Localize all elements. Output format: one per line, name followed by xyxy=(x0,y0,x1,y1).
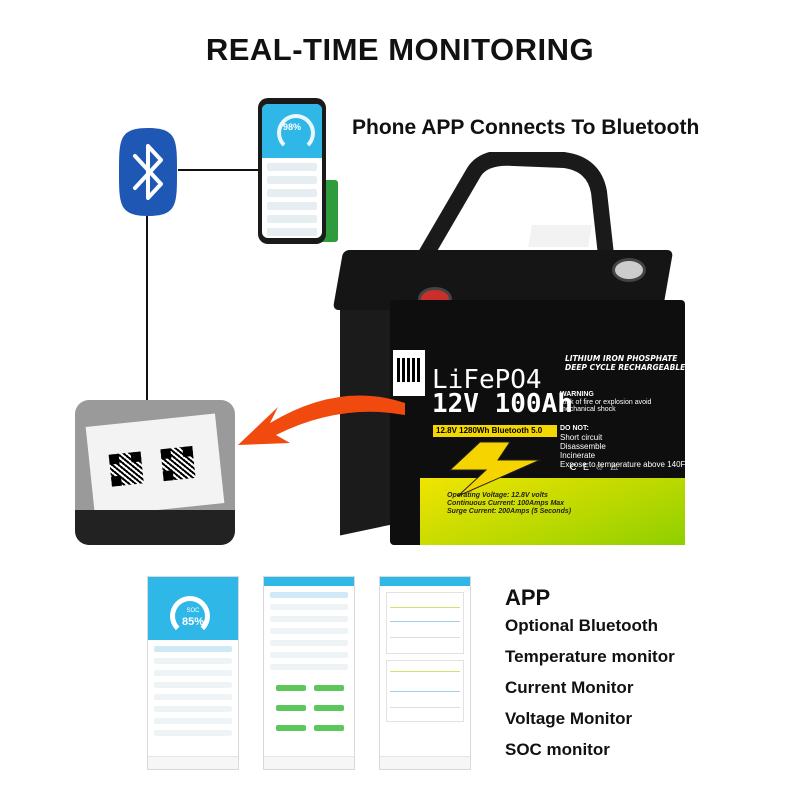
cell-bar xyxy=(276,685,306,691)
app-row xyxy=(154,646,232,652)
cell-bar xyxy=(276,725,306,731)
phone-screen: 98% xyxy=(262,104,322,238)
soc-gauge xyxy=(277,114,315,152)
warning-text: Risk of fire or explosion avoid mechanic… xyxy=(560,399,652,413)
top-label xyxy=(528,225,592,247)
donot-title: DO NOT: xyxy=(560,425,589,432)
donot-list: Short circuit Disassemble Incinerate Exp… xyxy=(560,433,685,469)
cell-bar xyxy=(314,705,344,711)
app-row xyxy=(270,604,348,610)
qr-code xyxy=(108,451,144,487)
chart-line xyxy=(390,671,460,672)
features-title: APP xyxy=(505,585,551,610)
battery-edge xyxy=(75,510,235,545)
chart-line xyxy=(390,691,460,692)
phone-row xyxy=(267,202,317,210)
cell-bar xyxy=(276,705,306,711)
app-status-bar xyxy=(380,577,470,586)
band-line: Operating Voltage: 12.8V volts xyxy=(447,492,548,499)
phone-soc: 98% xyxy=(282,122,301,132)
battery-handle xyxy=(396,152,614,300)
arrow-icon xyxy=(238,395,405,445)
warning-title: WARNING xyxy=(560,391,594,398)
battery-brand: LiFePO4 xyxy=(432,365,542,395)
phone-row xyxy=(267,163,317,171)
chart-line xyxy=(390,621,460,622)
cert-marks: C E ♲ ⚠ xyxy=(570,462,621,472)
battery-spec: 12V 100Ah xyxy=(432,389,573,419)
history-chart xyxy=(386,660,464,722)
cell-bar xyxy=(314,685,344,691)
chart-line xyxy=(390,637,460,638)
qr-sticker xyxy=(393,350,425,396)
app-screenshot-soc: SOC 85% xyxy=(147,576,239,770)
subtitle: Phone APP Connects To Bluetooth xyxy=(352,116,700,139)
app-row xyxy=(154,694,232,700)
app-tabbar xyxy=(380,756,470,769)
app-screenshot-history xyxy=(379,576,471,770)
donot-item: Short circuit xyxy=(560,433,603,442)
donot-item: Expose to temperature above 140F xyxy=(560,460,686,469)
donot-item: Disassemble xyxy=(560,442,606,451)
band-line: Continuous Current: 100Amps Max xyxy=(447,500,565,507)
app-row xyxy=(154,658,232,664)
app-hero: SOC 85% xyxy=(148,586,238,640)
chart-line xyxy=(390,707,460,708)
app-tabbar xyxy=(264,756,354,769)
app-status-bar xyxy=(264,577,354,586)
detail-photo xyxy=(75,400,235,545)
app-row xyxy=(270,652,348,658)
feature-item: Temperature monitor xyxy=(505,647,675,666)
phone-row xyxy=(267,215,317,223)
lightning-bolt-icon xyxy=(448,441,541,497)
connector-line-vertical xyxy=(146,216,148,400)
cell-block xyxy=(270,718,348,736)
soc-label: SOC xyxy=(186,608,200,614)
app-row xyxy=(270,628,348,634)
page-title: REAL-TIME MONITORING xyxy=(205,32,595,67)
bluetooth-icon xyxy=(119,128,177,216)
feature-item: SOC monitor xyxy=(505,740,610,759)
phone-row xyxy=(267,228,317,236)
phone-row xyxy=(267,176,317,184)
band-text: Operating Voltage: 12.8V volts Continuou… xyxy=(447,492,571,516)
battery-band xyxy=(420,478,685,545)
app-row xyxy=(154,706,232,712)
terminal-negative xyxy=(612,258,646,282)
app-row xyxy=(270,592,348,598)
donot-item: Incinerate xyxy=(560,451,596,460)
chemistry-line: LITHIUM IRON PHOSPHATE xyxy=(565,354,678,363)
app-tabbar xyxy=(148,756,238,769)
app-screenshot-cells xyxy=(263,576,355,770)
app-row xyxy=(270,640,348,646)
cell-block xyxy=(270,698,348,716)
feature-item: Current Monitor xyxy=(505,678,634,697)
cell-block xyxy=(270,678,348,696)
phone-row xyxy=(267,189,317,197)
app-row xyxy=(154,730,232,736)
spec-strip-text: 12.8V 1280Wh Bluetooth 5.0 xyxy=(436,426,543,435)
soc-value: 85% xyxy=(181,616,205,628)
phone: 98% xyxy=(258,98,326,244)
qr-code xyxy=(160,446,196,482)
app-row xyxy=(154,718,232,724)
soc-gauge xyxy=(170,596,210,636)
app-row xyxy=(154,670,232,676)
spec-strip: 12.8V 1280Wh Bluetooth 5.0 xyxy=(433,425,557,437)
chart-line xyxy=(390,607,460,608)
cell-bar xyxy=(314,725,344,731)
phone-header: 98% xyxy=(262,104,322,158)
app-row xyxy=(154,682,232,688)
qr-card xyxy=(85,413,225,517)
connector-line-horizontal xyxy=(178,169,260,171)
chemistry-line: DEEP CYCLE RECHARGEABLE BATTERY xyxy=(565,363,725,372)
band-line: Surge Current: 200Amps (5 Seconds) xyxy=(447,508,572,515)
app-row xyxy=(270,616,348,622)
history-chart xyxy=(386,592,464,654)
feature-item: Voltage Monitor xyxy=(505,709,633,728)
app-status-bar xyxy=(148,577,238,586)
app-row xyxy=(270,664,348,670)
feature-item: Optional Bluetooth xyxy=(505,616,658,635)
